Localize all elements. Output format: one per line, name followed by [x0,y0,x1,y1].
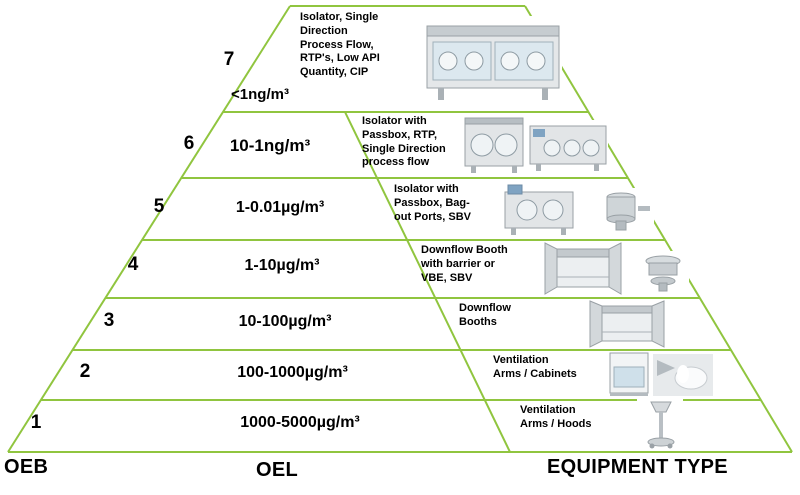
oeb-axis-label: OEB [4,456,49,478]
oeb-level-7: 7 [223,49,235,70]
oel-range-3: 10-100µg/m³ [238,313,332,330]
oeb-level-1: 1 [30,412,42,433]
isolator-bagout-photo [503,182,575,236]
oeb-level-3: 3 [103,310,115,331]
downflow-booth-photo [588,299,666,349]
oel-range-6: 10-1ng/m³ [229,136,311,155]
oel-equipment-divider [344,111,511,453]
equipment-desc-1: Ventilation Arms / Hoods [520,404,592,430]
pyramid-right-edge [524,5,793,453]
oeb-level-2: 2 [79,361,91,382]
equipment-desc-6: Isolator with Passbox, RTP, Single Direc… [362,115,446,169]
oel-range-5: 1-0.01µg/m³ [235,199,325,216]
oel-axis-label: OEL [256,459,299,481]
ventilation-hood-photo [637,399,683,449]
ventilation-cabinet-photo [607,351,651,397]
equipment-axis-label: EQUIPMENT TYPE [547,456,728,478]
oeb-level-4: 4 [127,254,139,275]
drum-valve-photo [596,188,654,234]
ventilation-arm-photo [653,354,713,396]
pyramid-left-edge [7,5,291,453]
equipment-desc-5: Isolator with Passbox, Bag- out Ports, S… [394,183,472,223]
oel-range-4: 1-10µg/m³ [244,257,320,274]
oel-range-2: 100-1000µg/m³ [237,364,348,381]
oel-range-7: <1ng/m³ [231,86,289,103]
isolator-line-photo [424,16,562,104]
oel-range-1: 1000-5000µg/m³ [240,414,360,431]
equipment-desc-2: Ventilation Arms / Cabinets [493,354,577,380]
isolator-passbox-photo [463,116,525,174]
equipment-desc-3: Downflow Booths [459,302,511,328]
downflow-booth-barrier-photo [543,241,623,296]
containment-valve-photo [637,251,689,295]
equipment-desc-7: Isolator, Single Direction Process Flow,… [300,11,380,78]
equipment-desc-4: Downflow Booth with barrier or VBE, SBV [421,244,508,284]
isolator-rtp-photo [528,120,608,172]
oeb-level-6: 6 [183,133,195,154]
oeb-level-5: 5 [153,196,165,217]
